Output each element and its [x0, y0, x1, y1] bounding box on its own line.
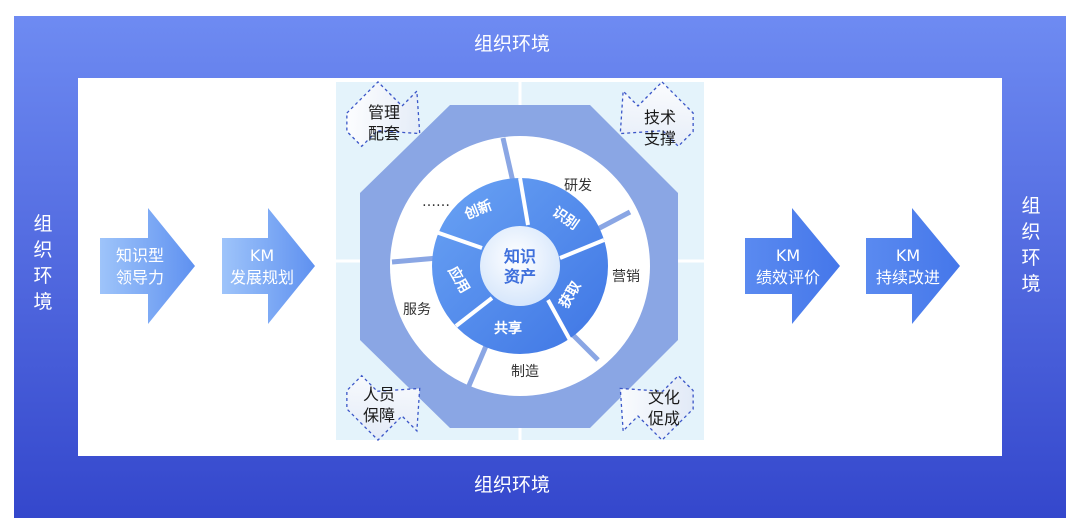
arrow-label-line: KM — [250, 246, 274, 265]
right-label-char: 组 — [1021, 195, 1040, 217]
corner-management: 管理 配套 — [346, 81, 421, 148]
right-frame-label: 组 织 环 境 — [1021, 195, 1040, 295]
corner-culture: 文化 促成 — [619, 374, 694, 441]
center-circle — [480, 226, 560, 306]
arrow-shape — [222, 208, 315, 324]
left-frame-label: 组 织 环 境 — [33, 213, 52, 313]
corner-arrow-shape — [346, 374, 421, 441]
corner-label-line: 保障 — [363, 406, 395, 425]
arrow-label-line: KM — [776, 246, 800, 265]
center-panel: 知识 资产 创新 识别 获取 共享 应用 研发 营销 制造 服务 …… 管理 配… — [336, 81, 704, 441]
arrow-label-line: 发展规划 — [230, 268, 294, 287]
arrow-km-planning: KM 发展规划 — [222, 208, 315, 324]
arrow-label-line: KM — [896, 246, 920, 265]
outer-label-rnd: 研发 — [564, 178, 592, 194]
corner-label-line: 配套 — [368, 124, 400, 143]
left-label-char: 织 — [33, 239, 52, 261]
corner-label-line: 文化 — [648, 388, 680, 407]
corner-label-line: 促成 — [648, 409, 680, 428]
arrow-label-line: 持续改进 — [876, 268, 940, 287]
left-label-char: 组 — [33, 213, 52, 235]
bottom-frame-label: 组织环境 — [474, 474, 550, 496]
arrow-label-line: 知识型 — [116, 246, 164, 265]
arrow-shape — [866, 208, 960, 324]
right-label-char: 织 — [1021, 221, 1040, 243]
arrow-shape — [100, 208, 195, 324]
arrow-leadership: 知识型 领导力 — [100, 208, 195, 324]
center-label-line: 资产 — [504, 267, 536, 286]
corner-personnel: 人员 保障 — [346, 374, 421, 441]
corner-label-line: 支撑 — [644, 129, 676, 148]
outer-label-etc: …… — [422, 194, 450, 210]
outer-label-service: 服务 — [403, 302, 431, 318]
arrow-km-evaluation: KM 绩效评价 — [745, 208, 840, 324]
outer-label-manufacturing: 制造 — [511, 364, 539, 380]
inner-ring-dividers — [435, 177, 605, 341]
inner-label-share: 共享 — [494, 320, 522, 337]
corner-arrow-shape — [619, 81, 694, 148]
corner-label-line: 人员 — [363, 385, 395, 404]
corner-label-line: 管理 — [368, 103, 400, 122]
corner-technology: 技术 支撑 — [619, 81, 694, 148]
right-label-char: 境 — [1021, 273, 1040, 295]
corner-arrow-shape — [619, 374, 694, 441]
arrow-km-improvement: KM 持续改进 — [866, 208, 960, 324]
outer-label-marketing: 营销 — [612, 269, 640, 285]
left-label-char: 环 — [33, 265, 52, 287]
corner-arrow-shape — [346, 81, 421, 148]
arrow-label-line: 绩效评价 — [756, 268, 820, 287]
corner-label-line: 技术 — [644, 108, 676, 127]
center-label-line: 知识 — [504, 247, 536, 266]
left-label-char: 境 — [33, 291, 52, 313]
arrow-shape — [745, 208, 840, 324]
top-frame-label: 组织环境 — [474, 33, 550, 55]
right-label-char: 环 — [1021, 247, 1040, 269]
arrow-label-line: 领导力 — [116, 268, 164, 287]
